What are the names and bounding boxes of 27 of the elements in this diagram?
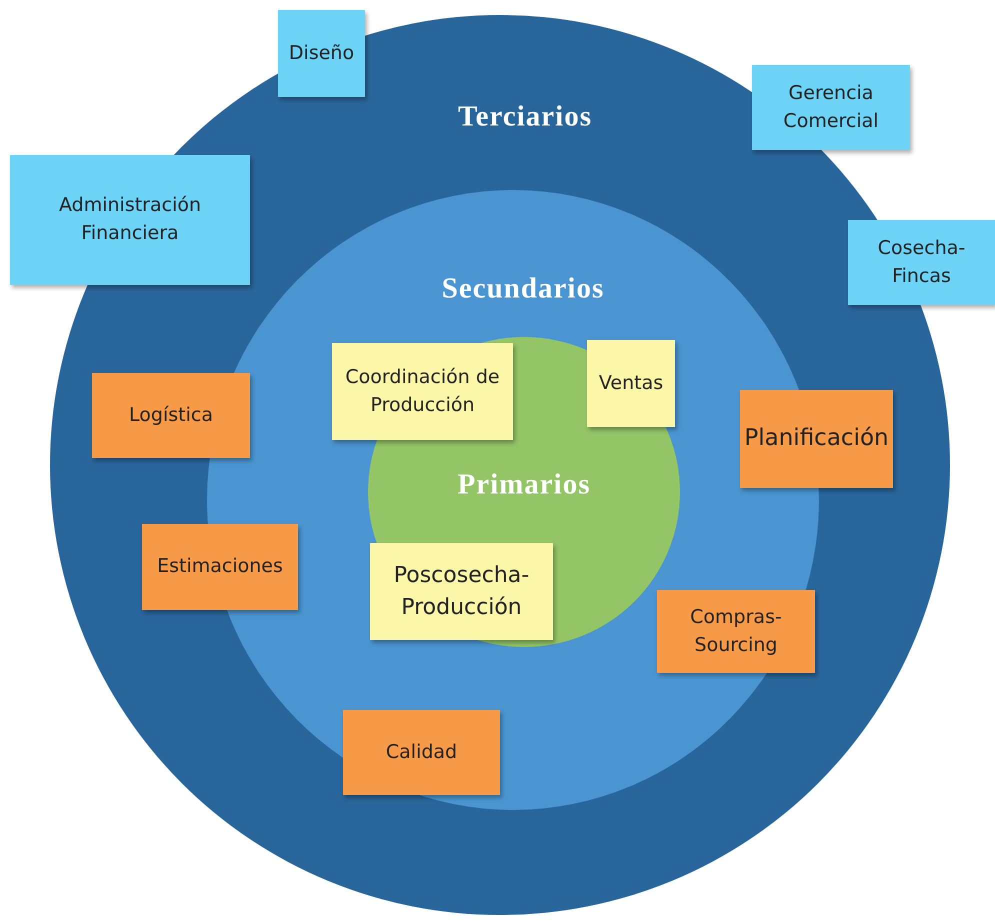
sticky-note	[332, 343, 513, 440]
note-text: Poscosecha-Producción	[392, 562, 530, 622]
sticky-note	[10, 155, 250, 285]
sticky-note	[587, 340, 675, 427]
ring-heading: Primarios	[458, 468, 590, 502]
note-text: Calidad	[386, 740, 458, 765]
note-text: Logística	[129, 402, 213, 428]
note-text: Cosecha-Fincas	[876, 236, 966, 288]
note-text: Gerencia Comercial	[782, 80, 880, 134]
sticky-note	[278, 10, 365, 97]
ring-heading: Secundarios	[442, 272, 604, 306]
sticky-note	[370, 543, 553, 640]
ring-heading: Terciarios	[458, 100, 592, 134]
sticky-note	[848, 220, 995, 305]
note-text: Compras-Sourcing	[689, 604, 783, 658]
note-text: Coordinación de Producción	[344, 364, 501, 418]
sticky-note	[92, 373, 250, 458]
note-text: Estimaciones	[157, 554, 283, 580]
note-text: Planificación	[744, 424, 889, 454]
note-text: Administración Financiera	[58, 193, 202, 246]
sticky-note	[740, 390, 893, 488]
sticky-note	[657, 590, 815, 673]
sticky-note	[142, 524, 298, 610]
sticky-note	[752, 65, 910, 150]
note-text: Diseño	[288, 40, 354, 66]
sticky-note	[343, 710, 500, 795]
note-text: Ventas	[598, 370, 664, 396]
